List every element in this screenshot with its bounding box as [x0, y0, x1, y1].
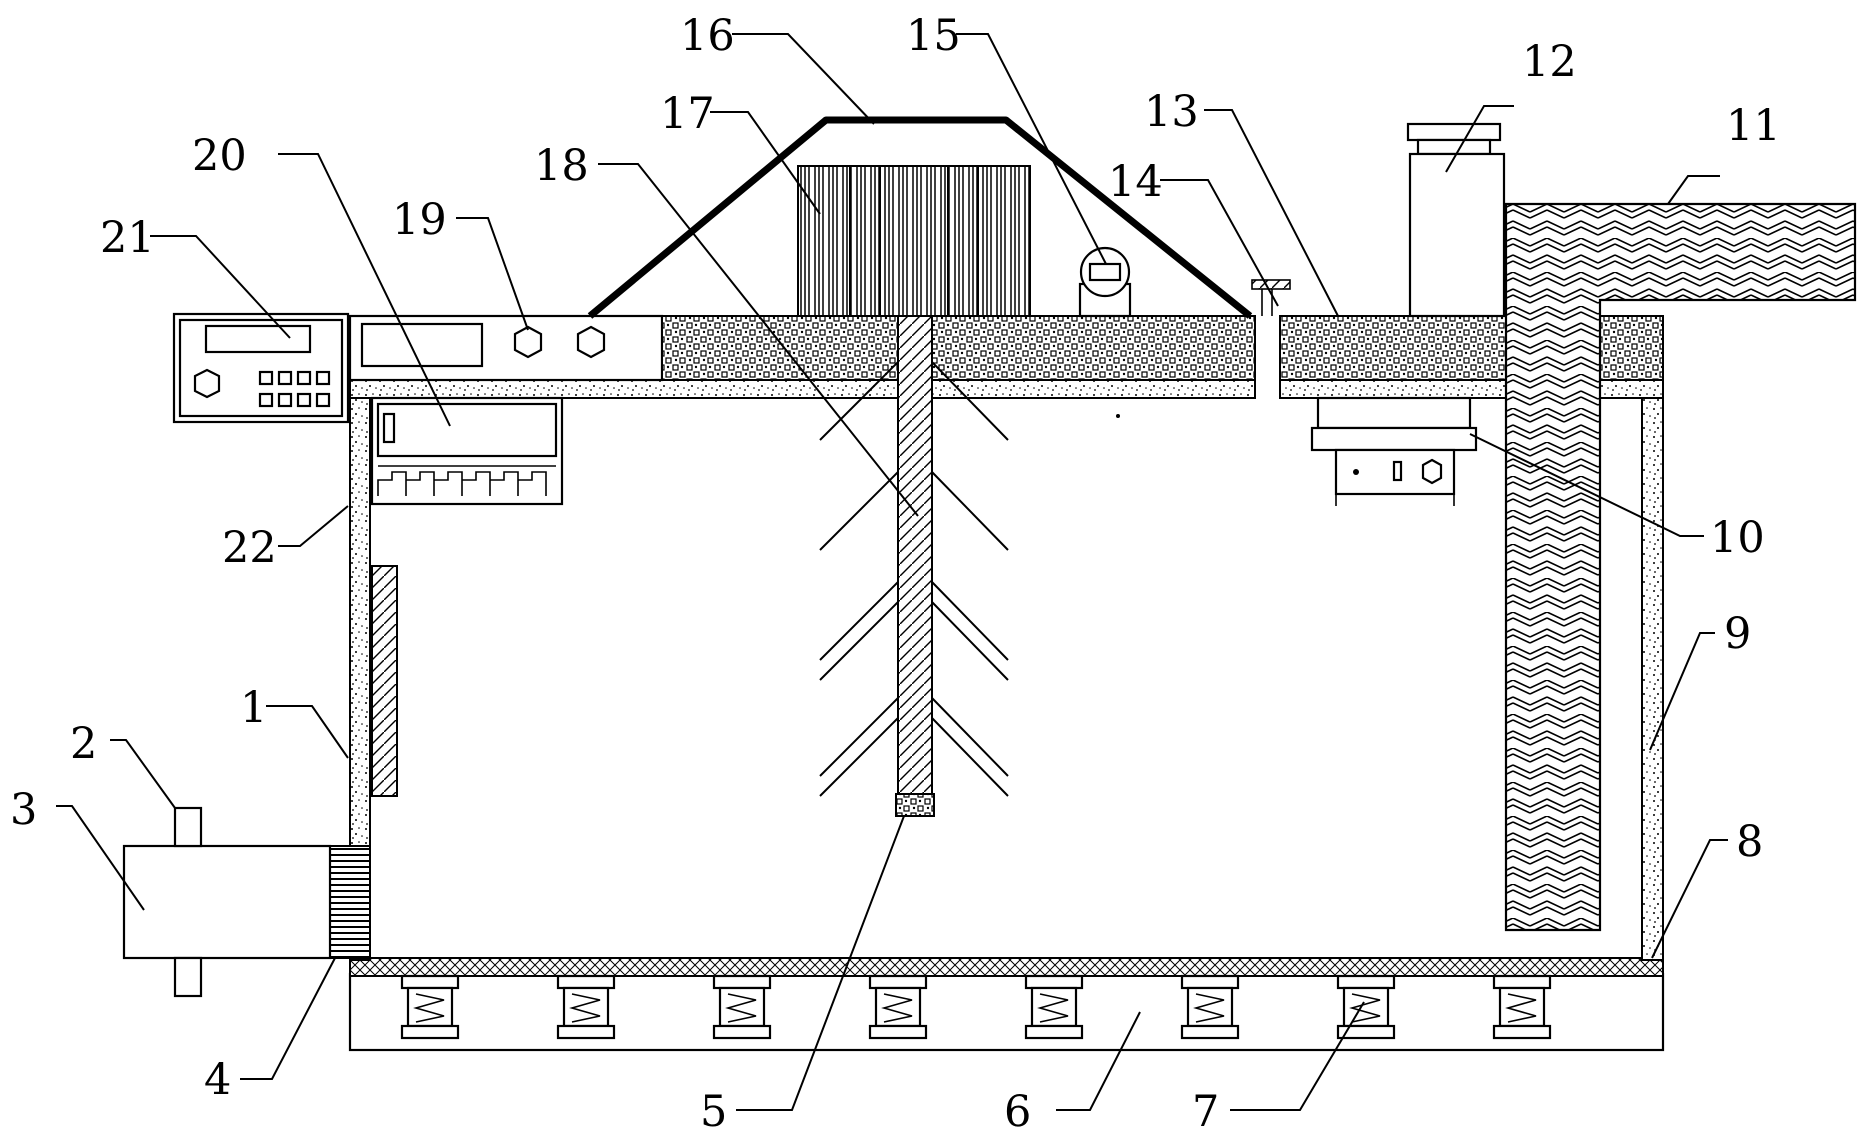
- lid-right: [1279, 315, 1539, 381]
- right-wall: [1641, 379, 1664, 961]
- panel-knob-icon: [193, 368, 221, 399]
- label-7: 7: [1192, 1087, 1219, 1137]
- panel-keypad: [258, 370, 331, 408]
- filter-mount: [1316, 396, 1472, 430]
- lid-far-right: [1599, 315, 1664, 381]
- connector: [329, 845, 371, 959]
- top-wall-far-right: [1599, 379, 1664, 399]
- bottom-plate: [349, 957, 1664, 977]
- knob-1-icon: [513, 325, 543, 359]
- motor: [122, 844, 332, 960]
- motor-shaft-top: [173, 806, 203, 848]
- base-frame: [348, 972, 1665, 1052]
- motor-shaft-bottom: [173, 956, 203, 998]
- heater-coil: [377, 471, 547, 496]
- top-wall-left: [349, 379, 1256, 399]
- valve-cap: [1406, 122, 1502, 142]
- spring-4: [868, 974, 928, 1040]
- heater-box-top: [376, 402, 558, 458]
- top-wall-right: [1279, 379, 1539, 399]
- label-16: 16: [680, 11, 735, 61]
- valve-body: [1408, 152, 1506, 318]
- heater-indicator: [382, 412, 396, 444]
- spring-row: [400, 974, 1552, 1040]
- gauge-face: [1088, 262, 1122, 282]
- label-18: 18: [534, 141, 589, 191]
- label-19: 19: [392, 195, 447, 245]
- spring-3: [712, 974, 772, 1040]
- label-21: 21: [100, 213, 155, 263]
- filter-knob-icon: [1421, 458, 1443, 485]
- spring-8: [1492, 974, 1552, 1040]
- label-1: 1: [240, 683, 267, 733]
- leader-lines: [56, 33, 1728, 1111]
- wall-plate: [371, 565, 398, 797]
- label-8: 8: [1736, 817, 1763, 867]
- label-17: 17: [660, 89, 715, 139]
- stirrer-shaft: [897, 315, 933, 817]
- label-14: 14: [1108, 157, 1163, 207]
- label-10: 10: [1710, 513, 1765, 563]
- label-4: 4: [204, 1055, 231, 1105]
- panel-screen: [204, 324, 312, 354]
- spring-1: [400, 974, 460, 1040]
- label-20: 20: [192, 131, 247, 181]
- valve-neck: [1416, 138, 1492, 156]
- label-15: 15: [906, 11, 961, 61]
- shaft-tip: [895, 793, 935, 817]
- vent-cap: [1251, 279, 1291, 290]
- part-labels: 1 2 3 4 5 6 7 8 9 10 11 12 13 14 15 16 1…: [10, 11, 1781, 1137]
- label-22: 22: [222, 523, 277, 573]
- spring-5: [1024, 974, 1084, 1040]
- stirrer-blades: [819, 361, 1009, 797]
- filter-plate: [1310, 426, 1478, 452]
- lid-left: [661, 315, 1256, 381]
- label-2: 2: [70, 719, 97, 769]
- bridge-pipe: [587, 116, 1253, 319]
- knob-2-icon: [576, 325, 606, 359]
- label-9: 9: [1724, 609, 1751, 659]
- label-11: 11: [1726, 101, 1781, 151]
- label-5: 5: [700, 1087, 727, 1137]
- spring-7: [1336, 974, 1396, 1040]
- label-6: 6: [1004, 1087, 1031, 1137]
- display-window: [360, 322, 484, 368]
- label-13: 13: [1144, 87, 1199, 137]
- stirrer-motor: [797, 165, 1031, 317]
- label-12: 12: [1522, 37, 1577, 87]
- label-3: 3: [10, 785, 37, 835]
- spring-2: [556, 974, 616, 1040]
- discharge-pipe: [1504, 202, 1857, 932]
- spring-6: [1180, 974, 1240, 1040]
